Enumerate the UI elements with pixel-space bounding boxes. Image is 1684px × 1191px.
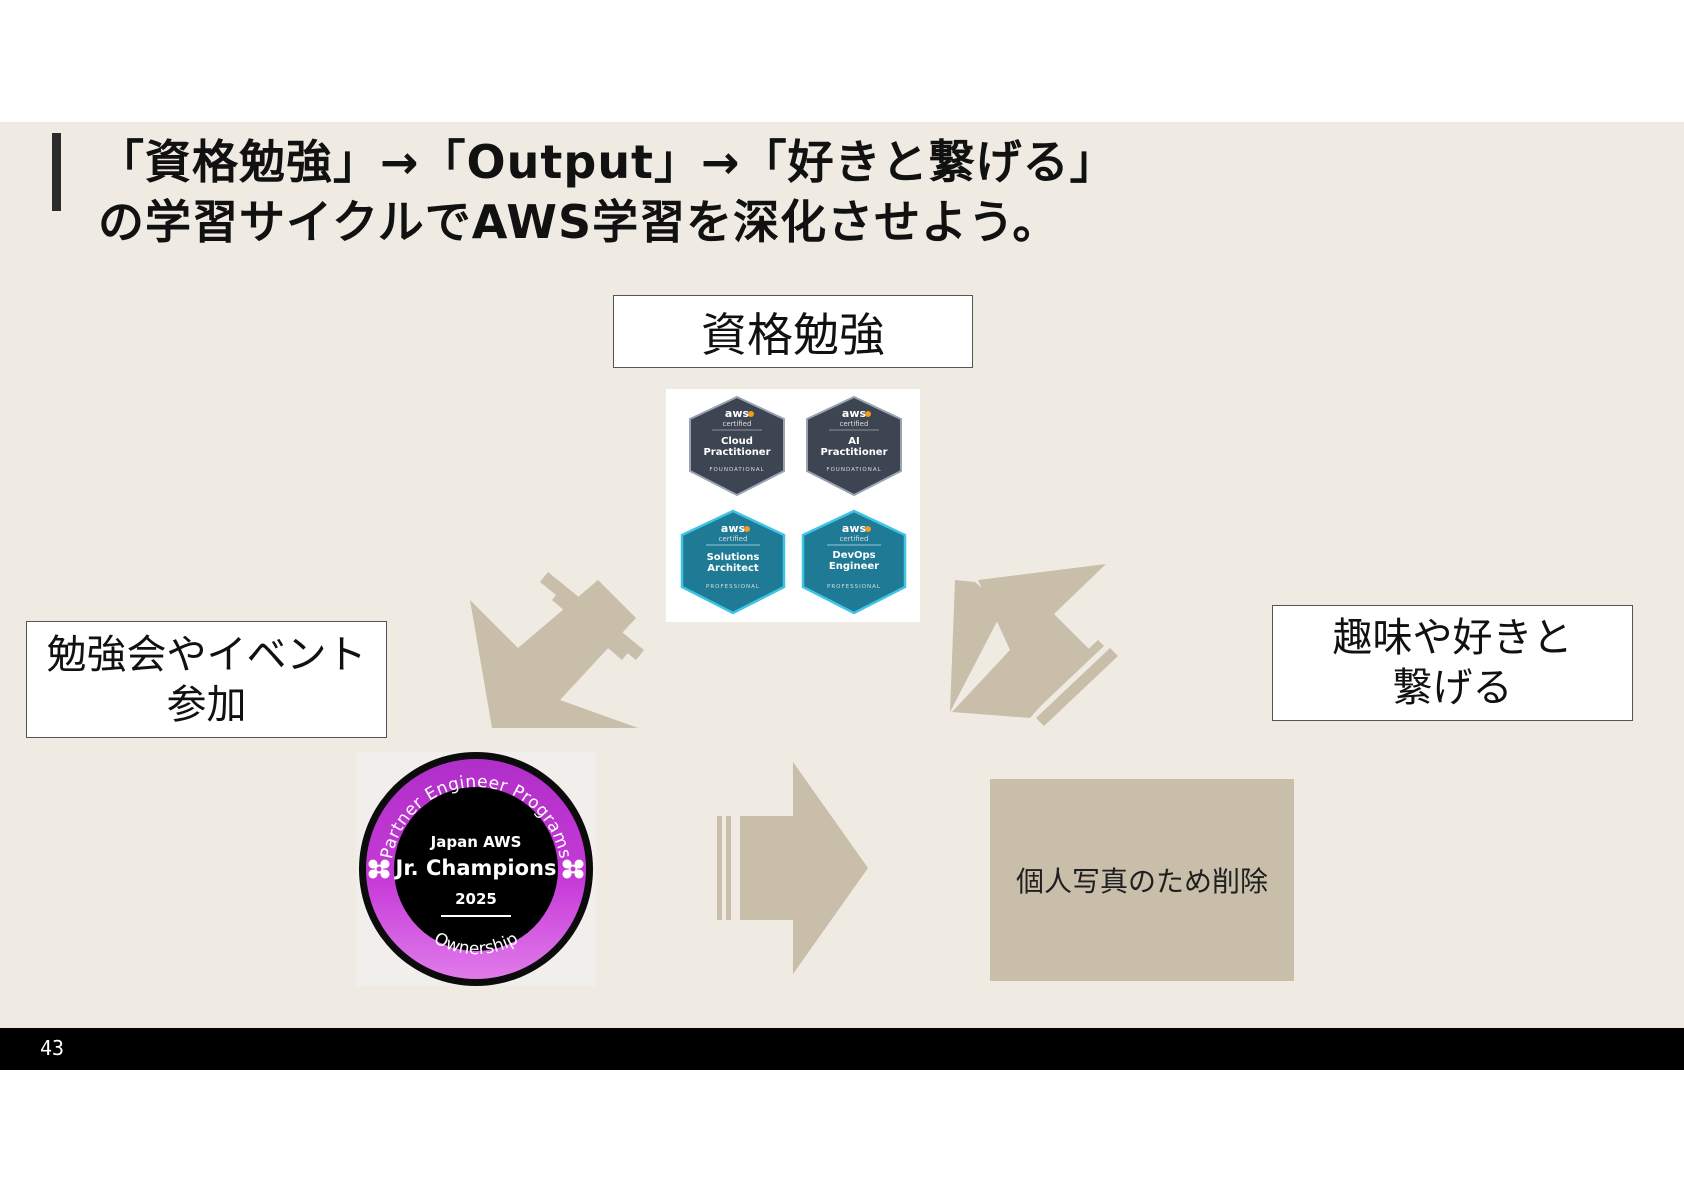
badge-4-brand: aws [842,522,867,535]
title-line-1: 「資格勉強」→「Output」→「好きと繋げる」 [98,135,1117,189]
label-hobbies-line-2: 繋げる [1392,665,1513,711]
jr-champions-badge: Partner Engineer Programs Ownership Japa… [356,752,596,986]
title-line-2: の学習サイクルでAWS学習を深化させよう。 [98,195,1060,249]
badge-ai-practitioner: aws certified AI Practitioner FOUNDATION… [806,395,902,497]
badge-3-name-1: Solutions [707,552,760,563]
badge-1-brand: aws [725,407,750,420]
badge-2-name-2: Practitioner [820,447,887,458]
badge-cloud-practitioner: aws certified Cloud Practitioner FOUNDAT… [689,395,785,497]
badge-2-level: FOUNDATIONAL [826,467,881,473]
badge-1-sub: certified [723,420,752,428]
badge-1-level: FOUNDATIONAL [709,467,764,473]
label-events-line-1: 勉強会やイベント [46,631,367,678]
label-hobbies: 趣味や好きと 繋げる [1272,605,1633,721]
badge-3-name-2: Architect [707,563,759,574]
flower-icon-left [368,859,390,879]
aws-certification-badges: aws certified Cloud Practitioner FOUNDAT… [666,389,920,622]
title-accent-bar [52,133,61,211]
badge-2-brand: aws [842,407,867,420]
label-events: 勉強会やイベント 参加 [26,621,387,738]
page-number: 43 [40,1036,65,1060]
badge-1-name-1: Cloud [721,436,753,447]
badge-2-name-1: AI [848,436,859,447]
label-events-line-2: 参加 [166,681,247,728]
badge-3-sub: certified [719,535,748,543]
badge-4-name-1: DevOps [832,550,875,561]
badge-3-brand: aws [721,522,746,535]
badge-4-name-2: Engineer [829,561,879,572]
label-hobbies-line-1: 趣味や好きと [1332,615,1573,661]
badge-4-sub: certified [840,535,869,543]
badge-3-level: PROFESSIONAL [706,584,760,590]
badge-line-1: Japan AWS [430,833,522,851]
flower-icon-right [562,859,584,879]
badge-year: 2025 [455,890,497,908]
badge-line-2: Jr. Champions [394,856,557,880]
label-certification-study: 資格勉強 [613,295,973,368]
badge-1-name-2: Practitioner [703,447,770,458]
footer-bar [0,1028,1684,1070]
badge-4-level: PROFESSIONAL [827,584,881,590]
photo-placeholder: 個人写真のため削除 [990,779,1294,981]
badge-2-sub: certified [840,420,869,428]
badge-solutions-architect: aws certified Solutions Architect PROFES… [680,509,786,615]
badge-devops-engineer: aws certified DevOps Engineer PROFESSION… [801,509,907,615]
slide-title: 「資格勉強」→「Output」→「好きと繋げる」 の学習サイクルでAWS学習を深… [98,132,1117,252]
